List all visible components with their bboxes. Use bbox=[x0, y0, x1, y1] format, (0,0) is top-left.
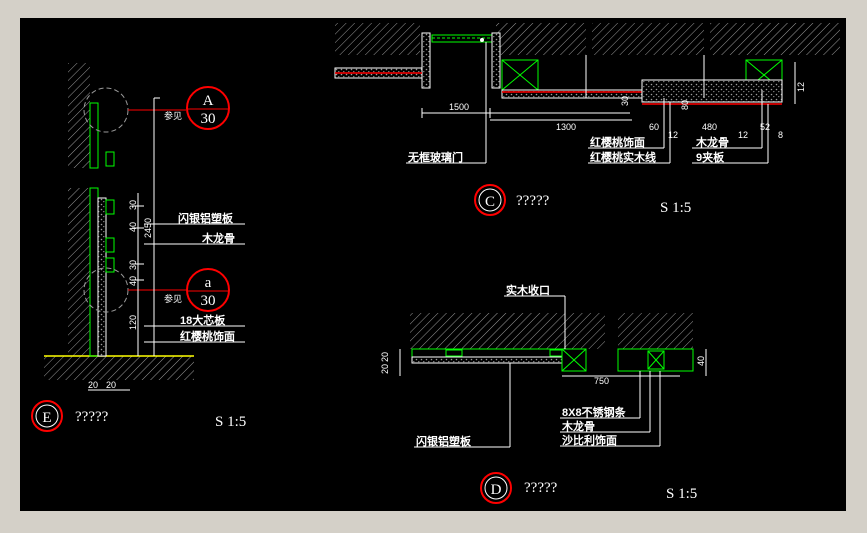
label-sapele-veneer: 沙比利饰面 bbox=[562, 433, 617, 447]
section-e-scale: S 1:5 bbox=[215, 414, 246, 430]
dim-52: 52 bbox=[760, 122, 770, 132]
ceiling-hatch bbox=[496, 23, 586, 55]
label-wood-stud-d: 木龙骨 bbox=[561, 419, 595, 433]
section-marker-d bbox=[480, 472, 512, 504]
dim-e-40b: 40 bbox=[128, 276, 138, 286]
dim-e-20b: 20 bbox=[106, 380, 116, 390]
label-blockboard-18: 18大芯板 bbox=[180, 313, 226, 327]
dim-12c: 80 bbox=[680, 100, 690, 110]
label-silver-alu-panel-d: 闪银铝塑板 bbox=[416, 434, 472, 448]
wall-hatch bbox=[68, 188, 90, 356]
wood-stud bbox=[105, 151, 115, 167]
section-c-scale: S 1:5 bbox=[660, 200, 691, 216]
wood-stud bbox=[549, 349, 563, 357]
label-wood-stud: 木龙骨 bbox=[695, 135, 729, 149]
callout-a-upper-letter: A bbox=[203, 93, 214, 109]
panel-strip bbox=[617, 348, 694, 372]
dim-e-40a: 40 bbox=[128, 222, 138, 232]
dim-1300: 1300 bbox=[556, 122, 576, 132]
cad-drawing-canvas: 1500 1300 30 60 12 480 12 52 8 80 12 无框玻… bbox=[20, 18, 846, 511]
wood-stud bbox=[647, 350, 665, 370]
wood-stud bbox=[105, 257, 115, 273]
section-c-letter: C bbox=[485, 194, 495, 210]
floor-hatch bbox=[44, 356, 194, 380]
panel-strip bbox=[411, 348, 563, 358]
label-plywood-9: 9夹板 bbox=[696, 150, 725, 164]
callout-a-lower-number: 30 bbox=[201, 293, 216, 309]
dim-d-20a: 20 bbox=[380, 352, 390, 362]
dim-30: 30 bbox=[620, 96, 630, 106]
wall-panel bbox=[491, 32, 501, 89]
section-e-letter: E bbox=[42, 410, 51, 426]
dim-e-2450: 2450 bbox=[143, 218, 153, 238]
label-red-cherry-veneer: 红樱桃饰面 bbox=[590, 135, 645, 149]
ceiling-hatch bbox=[410, 313, 605, 349]
label-steel-strip: 8X8不锈钢条 bbox=[562, 405, 627, 419]
section-e: A 30 参见 a 30 参见 30 40 2450 30 40 120 20 … bbox=[31, 63, 246, 432]
dim-e-20a: 20 bbox=[88, 380, 98, 390]
section-c-title: ????? bbox=[516, 193, 550, 209]
cad-drawing: 1500 1300 30 60 12 480 12 52 8 80 12 无框玻… bbox=[31, 23, 840, 504]
section-e-title: ????? bbox=[75, 409, 109, 425]
panel-strip bbox=[411, 356, 563, 364]
dim-1500: 1500 bbox=[449, 102, 469, 112]
section-marker-c bbox=[474, 184, 506, 216]
label-silver-alu-panel: 闪银铝塑板 bbox=[178, 211, 234, 225]
section-c: 1500 1300 30 60 12 480 12 52 8 80 12 无框玻… bbox=[334, 23, 840, 216]
ceiling-hatch bbox=[335, 23, 420, 55]
section-d-title: ????? bbox=[524, 480, 558, 496]
dim-480: 480 bbox=[702, 122, 717, 132]
dim-d-40: 40 bbox=[696, 356, 706, 366]
ceiling-hatch bbox=[618, 313, 693, 349]
callout-a-upper-number: 30 bbox=[201, 111, 216, 127]
dim-e-120: 120 bbox=[128, 315, 138, 330]
solid-wood-trim bbox=[561, 348, 587, 372]
label-frameless-glass-door: 无框玻璃门 bbox=[407, 150, 463, 164]
detail-circle-a bbox=[83, 87, 129, 133]
ceiling-hatch bbox=[592, 23, 704, 55]
label-wood-stud-e: 木龙骨 bbox=[201, 231, 235, 245]
dim-8: 8 bbox=[778, 130, 783, 140]
dim-e-30b: 30 bbox=[128, 260, 138, 270]
panel-layer bbox=[97, 197, 107, 357]
wall-panel bbox=[421, 32, 431, 89]
wood-stud bbox=[105, 199, 115, 215]
callout-a-upper bbox=[186, 86, 230, 130]
callout-a-upper-ref: 参见 bbox=[164, 110, 182, 121]
callout-a-lower bbox=[186, 268, 230, 312]
ceiling-hatch bbox=[710, 23, 840, 55]
dim-e-30a: 30 bbox=[128, 200, 138, 210]
dim-12a: 12 bbox=[668, 130, 678, 140]
dim-12b: 12 bbox=[738, 130, 748, 140]
dim-60: 60 bbox=[649, 122, 659, 132]
section-d-scale: S 1:5 bbox=[666, 486, 697, 502]
label-solid-wood-edge: 实木收口 bbox=[506, 283, 550, 297]
section-d: 750 20 20 40 实木收口 8X8不锈钢条 木龙骨 沙比利饰面 闪银铝塑… bbox=[380, 283, 707, 504]
wood-stud bbox=[445, 349, 463, 357]
callout-a-lower-letter: a bbox=[205, 275, 212, 291]
wall-hatch bbox=[68, 63, 90, 168]
label-red-cherry-veneer-e: 红樱桃饰面 bbox=[180, 329, 235, 343]
section-marker-e bbox=[31, 400, 63, 432]
panel-strip bbox=[641, 79, 783, 103]
panel-layer bbox=[89, 102, 99, 169]
dim-80: 12 bbox=[796, 82, 806, 92]
dim-d-20b: 20 bbox=[380, 364, 390, 374]
dim-d-750: 750 bbox=[594, 376, 609, 386]
section-d-letter: D bbox=[491, 482, 502, 498]
wood-stud bbox=[105, 237, 115, 253]
callout-a-lower-ref: 参见 bbox=[164, 293, 182, 304]
label-red-cherry-trim: 红樱桃实木线 bbox=[590, 150, 656, 164]
